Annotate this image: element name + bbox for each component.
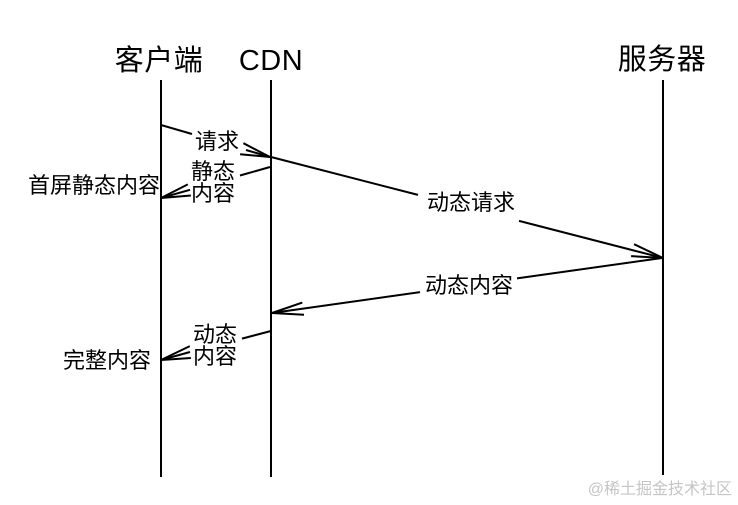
actor-label-cdn: CDN <box>238 45 304 77</box>
arrowhead-static-content <box>160 183 191 199</box>
message-label-static-content-line1: 静态 <box>191 159 236 184</box>
message-line-static-content <box>160 166 271 199</box>
message-label-request: 请求 <box>194 129 240 154</box>
annotation-complete-content: 完整内容 <box>62 348 151 373</box>
arrowhead-dynamic-request <box>631 243 664 259</box>
message-label-dynamic-content-to-client-line2: 内容 <box>193 344 238 369</box>
message-label-static-content-line2: 内容 <box>191 181 236 206</box>
annotation-first-screen-static-content: 首屏静态内容 <box>27 173 160 198</box>
actor-label-server: 服务器 <box>617 44 707 76</box>
message-label-dynamic-content-to-client-line1: 动态 <box>193 322 238 347</box>
watermark: @稀土掘金技术社区 <box>587 481 732 498</box>
arrowhead-dynamic-content <box>271 301 305 316</box>
message-label-dynamic-content-to-client: 动态 内容 <box>193 324 237 368</box>
actor-label-client: 客户端 <box>114 45 204 77</box>
message-line-dynamic-request <box>270 156 664 259</box>
arrowhead-dynamic-content-to-client <box>160 345 191 361</box>
message-line-request <box>160 124 271 158</box>
message-label-dynamic-content: 动态内容 <box>424 273 514 298</box>
message-line-dynamic-content <box>271 257 663 316</box>
message-label-dynamic-request: 动态请求 <box>426 190 516 215</box>
message-line-dynamic-content-to-client <box>160 330 272 361</box>
message-label-static-content: 静态 内容 <box>191 161 235 205</box>
arrowhead-request <box>240 142 271 158</box>
